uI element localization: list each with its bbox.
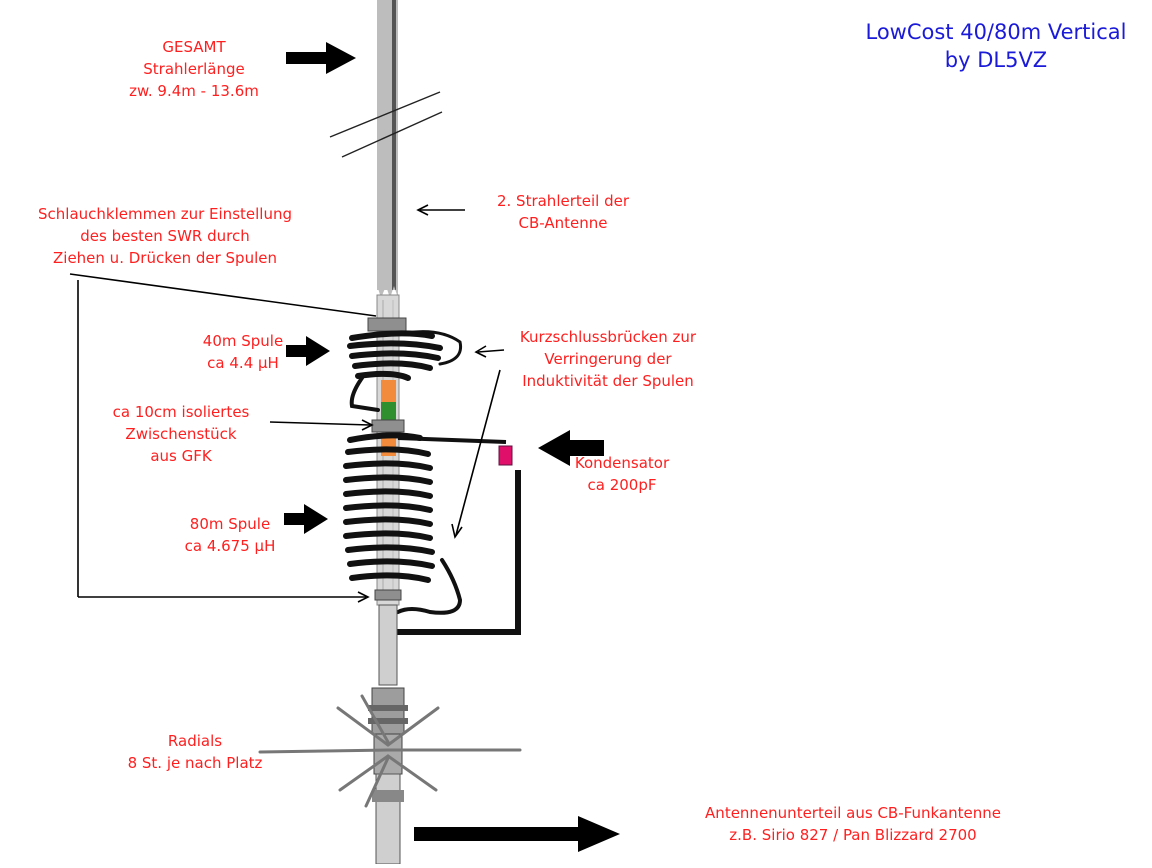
label-schlauchklemmen-line-2: des besten SWR durch xyxy=(80,227,250,245)
diagram-title: LowCost 40/80m Vertical by DL5VZ xyxy=(858,18,1134,74)
label-spule-80m: 80m Spule ca 4.675 µH xyxy=(170,513,290,557)
label-schlauchklemmen: Schlauchklemmen zur Einstellung des best… xyxy=(20,203,310,269)
hose-clamp-bottom xyxy=(374,589,402,601)
arrow-capacitor xyxy=(538,430,604,466)
title-line-1: LowCost 40/80m Vertical xyxy=(865,20,1127,44)
antenna-base xyxy=(368,604,408,865)
label-spule-80m-line-1: 80m Spule xyxy=(189,515,271,533)
capacitor xyxy=(498,445,513,466)
label-schlauchklemmen-line-3: Ziehen u. Drücken der Spulen xyxy=(53,249,277,267)
label-spule-40m-line-1: 40m Spule xyxy=(202,332,284,350)
label-gesamt-line-2: Strahlerlänge xyxy=(143,60,245,78)
label-gesamt: GESAMT Strahlerlänge zw. 9.4m - 13.6m xyxy=(104,36,284,102)
label-radials: Radials 8 St. je nach Platz xyxy=(110,730,280,774)
label-zwischenstueck-line-3: aus GFK xyxy=(150,447,212,465)
label-kurzschluss-line-3: Induktivität der Spulen xyxy=(522,372,694,390)
label-gesamt-line-1: GESAMT xyxy=(162,38,226,56)
label-strahlerteil-line-1: 2. Strahlerteil der xyxy=(496,192,630,210)
label-radials-line-1: Radials xyxy=(167,732,223,750)
pointer-lines xyxy=(69,204,505,603)
upper-radiator xyxy=(329,0,443,298)
label-strahlerteil-line-2: CB-Antenne xyxy=(518,214,608,232)
label-radials-line-2: 8 St. je nach Platz xyxy=(127,754,263,772)
label-kondensator-line-1: Kondensator xyxy=(574,454,670,472)
label-strahlerteil: 2. Strahlerteil der CB-Antenne xyxy=(478,190,648,234)
insulator-piece xyxy=(381,380,396,456)
title-line-2: by DL5VZ xyxy=(944,48,1048,72)
label-kurzschluss: Kurzschlussbrücken zur Verringerung der … xyxy=(498,326,718,392)
label-kurzschluss-line-1: Kurzschlussbrücken zur xyxy=(519,328,697,346)
label-kondensator: Kondensator ca 200pF xyxy=(562,452,682,496)
label-kurzschluss-line-2: Verringerung der xyxy=(544,350,672,368)
label-unterteil: Antennenunterteil aus CB-Funkantenne z.B… xyxy=(668,802,1038,846)
arrow-gesamt xyxy=(286,42,356,74)
arrow-80m xyxy=(284,504,328,534)
label-gesamt-line-3: zw. 9.4m - 13.6m xyxy=(129,82,259,100)
arrow-base xyxy=(414,816,620,852)
label-unterteil-line-1: Antennenunterteil aus CB-Funkantenne xyxy=(705,804,1001,822)
label-zwischenstueck-line-2: Zwischenstück xyxy=(125,425,237,443)
radials xyxy=(258,694,522,808)
arrow-40m xyxy=(286,336,330,366)
hose-clamp-middle xyxy=(371,419,405,433)
label-zwischenstueck: ca 10cm isoliertes Zwischenstück aus GFK xyxy=(96,401,266,467)
label-schlauchklemmen-line-1: Schlauchklemmen zur Einstellung xyxy=(38,205,292,223)
label-unterteil-line-2: z.B. Sirio 827 / Pan Blizzard 2700 xyxy=(729,826,977,844)
hose-clamp-top xyxy=(367,317,407,332)
label-spule-80m-line-2: ca 4.675 µH xyxy=(184,537,276,555)
label-kondensator-line-2: ca 200pF xyxy=(587,476,657,494)
arrows xyxy=(284,42,620,852)
coil-80m xyxy=(343,432,463,615)
label-spule-40m-line-2: ca 4.4 µH xyxy=(207,354,279,372)
label-zwischenstueck-line-1: ca 10cm isoliertes xyxy=(112,403,250,421)
label-spule-40m: 40m Spule ca 4.4 µH xyxy=(188,330,298,374)
coil-40m xyxy=(347,330,463,412)
